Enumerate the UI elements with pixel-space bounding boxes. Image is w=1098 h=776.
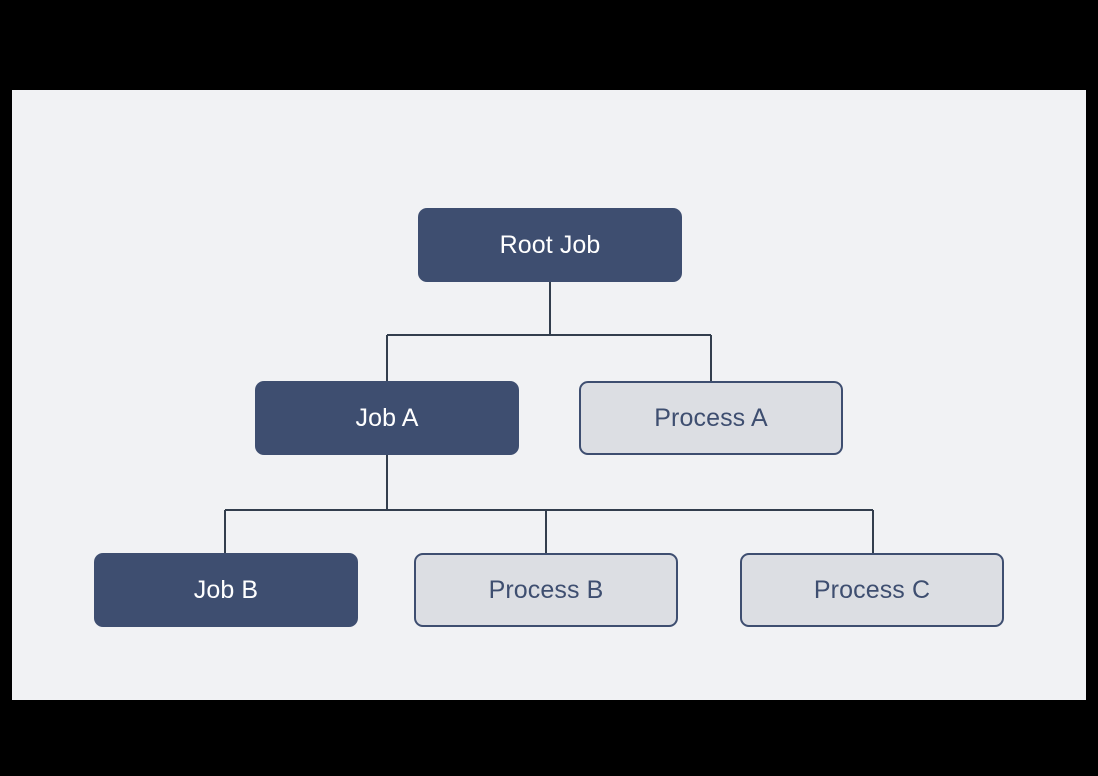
node-root-job[interactable]: Root Job <box>418 208 682 282</box>
node-process-b-label: Process B <box>488 575 604 604</box>
node-process-a[interactable]: Process A <box>579 381 843 455</box>
node-job-b[interactable]: Job B <box>94 553 358 627</box>
node-job-a[interactable]: Job A <box>255 381 519 455</box>
node-root-job-label: Root Job <box>499 230 601 259</box>
node-process-c-label: Process C <box>813 575 931 604</box>
node-job-b-label: Job B <box>193 575 259 604</box>
edge-connector-layer <box>224 282 874 553</box>
node-job-a-label: Job A <box>355 403 419 432</box>
diagram-canvas: Root Job Job A Process A Job B Process B… <box>12 90 1086 700</box>
node-process-b[interactable]: Process B <box>414 553 678 627</box>
node-process-a-label: Process A <box>654 403 768 432</box>
node-process-c[interactable]: Process C <box>740 553 1004 627</box>
